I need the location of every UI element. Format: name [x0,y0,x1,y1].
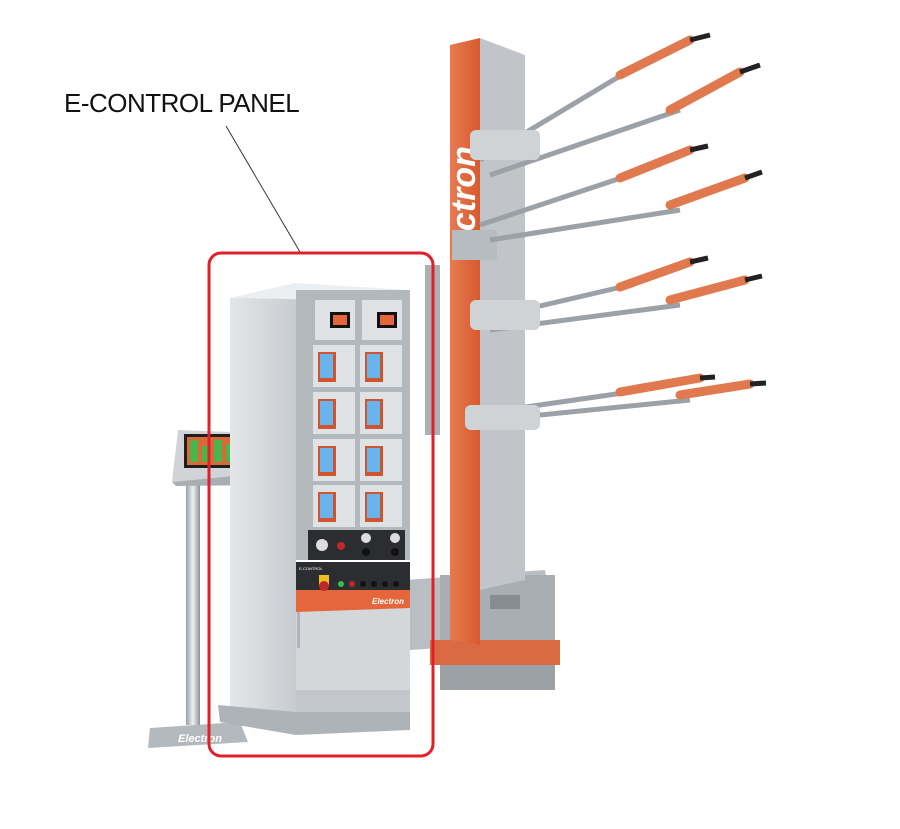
cabinet-base [218,705,410,735]
red-button [337,542,345,550]
e-control-cabinet: E-CONTROL Electron [218,283,410,735]
gun-control-modules [313,345,402,527]
gun-module [360,439,402,481]
kiosk-base [148,722,248,748]
spray-gun [489,62,761,178]
pneumatic-panel [308,530,405,560]
pressure-gauge [390,533,400,543]
cabinet-brand: Electron [372,597,404,606]
spray-gun-arms [465,32,767,430]
regulator-knob [391,548,399,556]
control-module-top [315,300,402,340]
gun-module [313,345,355,387]
regulator-knob [362,548,370,556]
gun-module [313,439,355,481]
gun-module [360,345,402,387]
gun-module [360,392,402,434]
gun-module [360,485,402,527]
pressure-gauge [361,533,371,543]
kiosk-pole [186,485,200,725]
kiosk-brand: Electron [178,733,222,745]
callout-label: E-CONTROL PANEL [64,88,300,118]
panel-label: E-CONTROL [299,566,323,571]
callout-leader-line [225,125,301,253]
gun-module [313,485,355,527]
spray-gun [479,143,709,228]
carriage-plate [452,230,497,260]
gun-module [313,392,355,434]
reciprocator-column: ectron [425,38,525,645]
cabinet-side [230,283,296,712]
spray-gun [489,169,763,243]
pressure-gauge [316,539,328,551]
door-handle [297,612,300,648]
highlight-box [207,251,435,758]
main-switch [319,581,329,591]
